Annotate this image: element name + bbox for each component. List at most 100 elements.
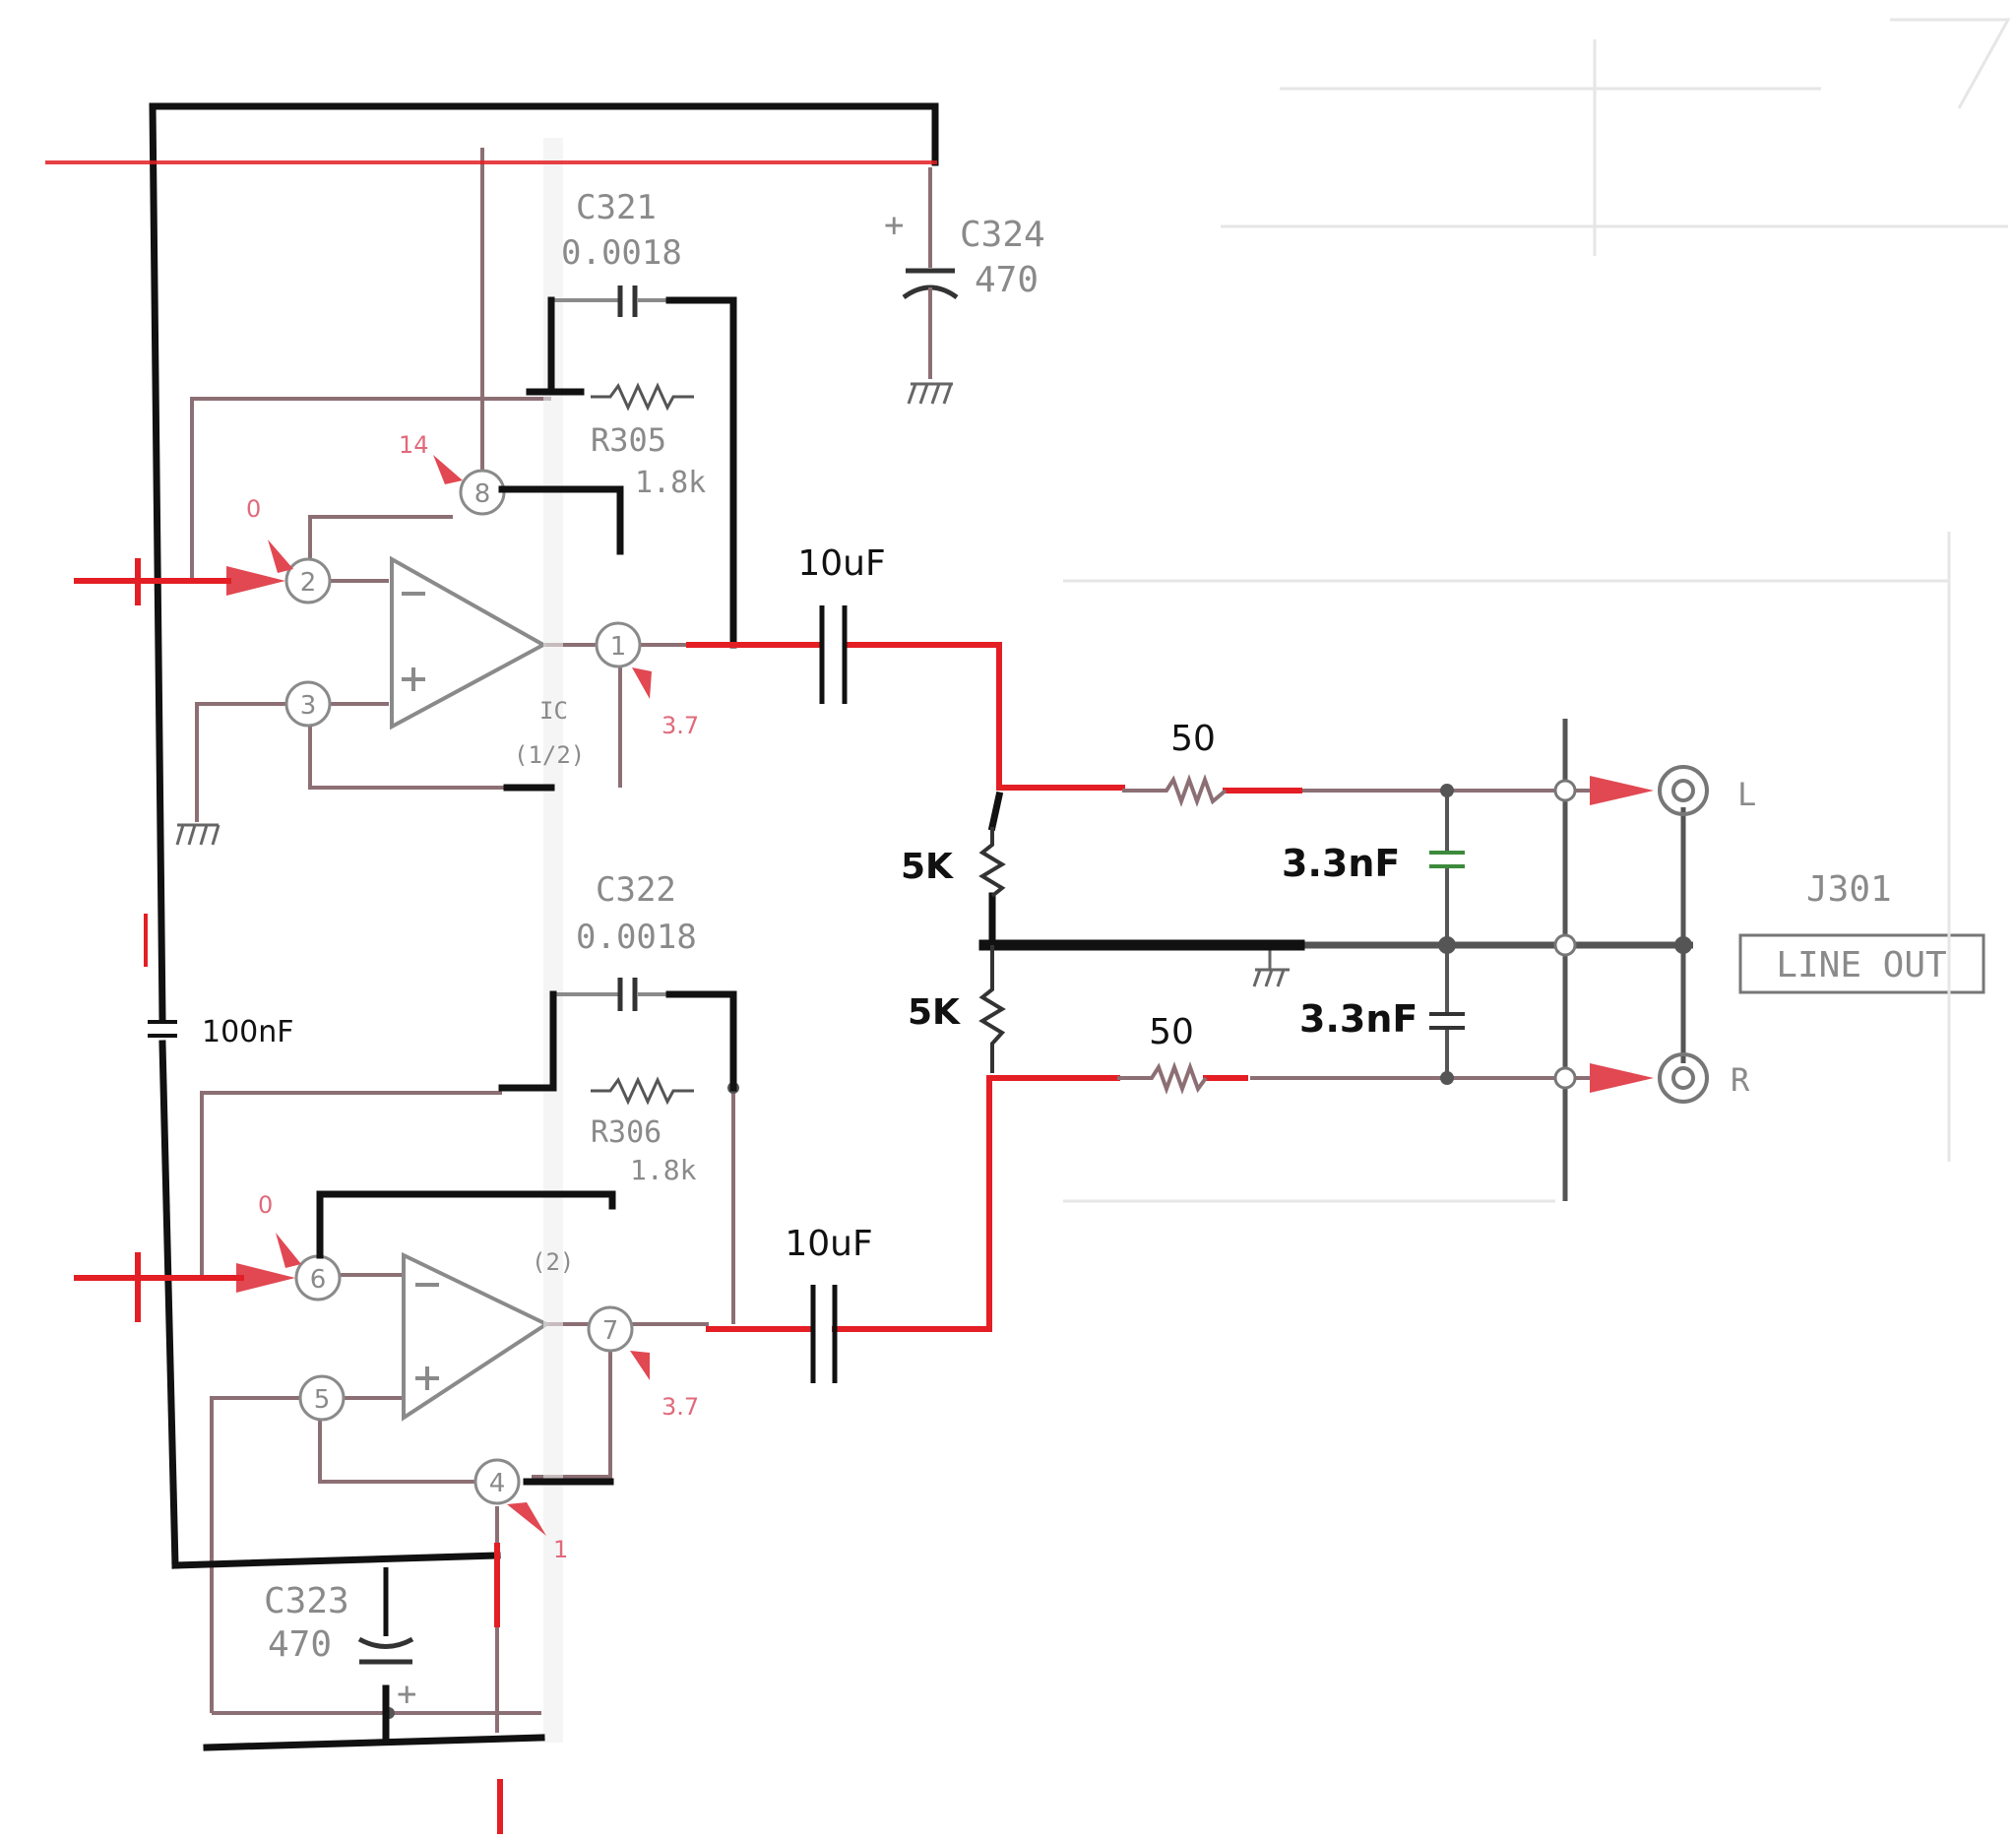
c323-plate-top [357, 1636, 414, 1649]
black-wire-c321-right [665, 296, 737, 649]
c322-value: 0.0018 [576, 918, 697, 957]
res-50-bottom-label: 50 [1149, 1012, 1194, 1052]
c322-r306-network: C322 0.0018 R306 1.8k [553, 870, 697, 1186]
open-junction [1553, 779, 1577, 802]
jack-r-inner [1671, 1066, 1695, 1090]
black-wire-c322-right [665, 990, 737, 1092]
scan-wire-pin2-pin3-left [308, 515, 453, 581]
cap-10uf-bottom-label: 10uF [785, 1224, 872, 1264]
jack-label-r: R [1731, 1061, 1750, 1099]
junction-dot [1440, 1071, 1454, 1085]
scan-wire-fb-bottom [200, 1091, 502, 1275]
pin-number-3: 3 [300, 691, 317, 721]
scan-fold-strip [543, 138, 563, 1743]
pin-number-8: 8 [474, 479, 491, 509]
pin-circle-1 [595, 621, 642, 668]
voltage-label-pin8: 14 [399, 431, 429, 459]
ground-symbol-output [1252, 950, 1290, 987]
opamps [390, 555, 551, 1422]
ic-labels: IC (1/2) (2) [514, 697, 585, 1276]
cap-10uf-top-label: 10uF [797, 543, 885, 584]
cap-100nf-label: 100nF [202, 1015, 294, 1049]
r305-value: 1.8k [635, 466, 706, 500]
voltage-arrow-pin2 [268, 540, 293, 573]
input-arrows [226, 566, 1654, 1293]
black-wire-5k-top [987, 791, 1004, 832]
black-wire-c322-left [498, 990, 557, 1092]
jack-ref: J301 [1806, 869, 1892, 910]
junction-dot [1438, 936, 1456, 954]
ground-symbol-pin3 [175, 823, 220, 846]
scan-wire-fb-top [190, 397, 551, 581]
pin-number-7: 7 [602, 1316, 619, 1346]
c324-plus-sign: + [884, 206, 904, 245]
jack-l-inner [1671, 779, 1695, 802]
open-junction [1553, 933, 1577, 957]
ic-top-label: IC [539, 697, 568, 725]
pin-numbers: 8 2 3 1 6 5 7 4 [300, 479, 627, 1498]
jack-r-outer [1658, 1052, 1709, 1104]
voltage-label-pin6: 0 [258, 1191, 273, 1219]
pin-circle-7 [587, 1305, 634, 1353]
ic-bottom-unit: (2) [532, 1248, 574, 1276]
cap-10uf-bottom: 10uF [785, 1224, 873, 1383]
voltage-label-pin1: 3.7 [662, 712, 699, 739]
c321-ref: C321 [576, 188, 657, 227]
c324-value: 470 [975, 260, 1039, 300]
voltage-arrows [268, 455, 652, 1536]
r305-ref: R305 [591, 421, 666, 459]
voltage-arrow-pin4 [507, 1502, 546, 1536]
res-50-top-zigzag [1122, 774, 1228, 807]
r306-ref: R306 [591, 1115, 662, 1150]
voltage-label-pin7: 3.7 [662, 1393, 699, 1421]
black-wire-bottom-ic-top [316, 1190, 616, 1259]
cap-3n3-bottom: 3.3nF [1299, 997, 1465, 1041]
r306-zigzag [591, 1076, 694, 1106]
res-50-bottom-zigzag [1117, 1061, 1208, 1095]
pin-circle-2 [284, 557, 332, 604]
black-wire-bottom-bus [171, 1552, 501, 1569]
voltage-arrow-pin6 [276, 1233, 301, 1268]
voltage-arrow-pin1 [632, 667, 652, 699]
r306-value: 1.8k [630, 1154, 697, 1186]
pin-circles [284, 469, 642, 1505]
res-5k-bottom-label: 5K [908, 992, 961, 1033]
voltage-arrow-pin8 [433, 455, 463, 484]
voltage-labels: 14 0 3.7 0 3.7 1 [246, 431, 699, 1563]
c324-ref: C324 [960, 215, 1045, 255]
input-arrow-top [226, 566, 285, 596]
jack-label-l: L [1737, 776, 1756, 813]
r305-zigzag [591, 382, 694, 412]
res-5k-top-zigzag [978, 827, 1006, 898]
output-arrow-l [1590, 776, 1654, 805]
cap-10uf-top: 10uF [797, 543, 886, 704]
junction-dot [1440, 784, 1454, 797]
pin-number-4: 4 [489, 1469, 506, 1498]
cap-3n3-top: 3.3nF [1282, 842, 1465, 885]
pin-circle-5 [298, 1374, 346, 1422]
black-wire-top-loop [149, 102, 939, 1023]
c322-ref: C322 [596, 870, 676, 910]
rca-jacks [1658, 765, 1709, 1104]
open-junction [1553, 1066, 1577, 1090]
c321-value: 0.0018 [561, 233, 682, 273]
voltage-label-pin2: 0 [246, 495, 261, 523]
black-wire-bottom-rail [203, 1734, 545, 1751]
red-wire-bottom-out-2 [832, 1075, 1120, 1332]
c323-capacitor: + C323 470 [264, 1567, 416, 1714]
red-wire-top-out-2 [844, 642, 1125, 791]
input-arrow-bottom [236, 1263, 295, 1293]
pin-circle-4 [473, 1458, 521, 1505]
pin-number-1: 1 [610, 632, 627, 662]
res-5k-bottom: 5K [908, 945, 1006, 1073]
cap-3n3-bottom-label: 3.3nF [1299, 997, 1418, 1041]
black-wire-left-bus-lower [158, 1040, 179, 1569]
c323-plus-sign: + [397, 1675, 416, 1714]
res-5k-top-label: 5K [901, 847, 954, 887]
junction-dot [1674, 936, 1692, 954]
line-out-label: LINE OUT [1776, 945, 1946, 985]
opamp-bottom-symbol [402, 1251, 551, 1422]
cap-100nf: 100nF [148, 1015, 294, 1049]
scan-wire-pin5-down [318, 1418, 477, 1484]
